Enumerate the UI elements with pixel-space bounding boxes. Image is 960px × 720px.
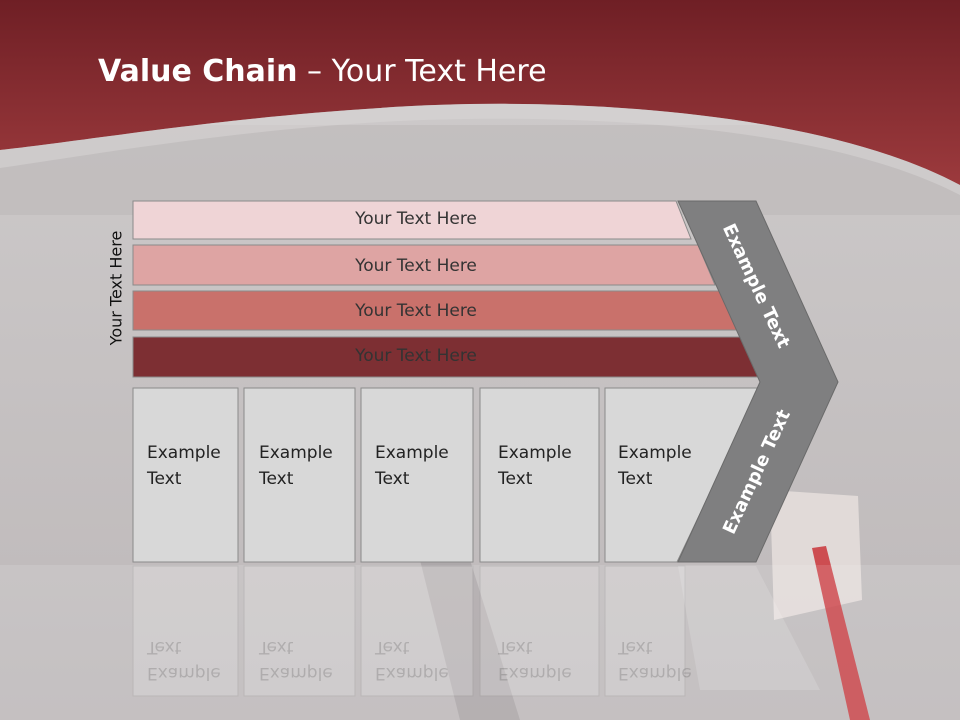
primary-card-5[interactable] [604, 387, 761, 563]
chevron-reflection [678, 566, 820, 690]
primary-card-1[interactable] [132, 387, 239, 563]
primary-card-4[interactable] [479, 387, 600, 563]
support-row-4-label: Your Text Here [355, 346, 477, 366]
support-row-3-label: Your Text Here [355, 301, 477, 321]
slide-title: Value Chain – Your Text Here [98, 54, 547, 89]
support-row-2-label: Your Text Here [355, 256, 477, 276]
support-row-2[interactable] [132, 244, 716, 286]
support-row-1[interactable] [132, 200, 692, 240]
support-row-1-label: Your Text Here [355, 209, 477, 229]
primary-card-2[interactable] [243, 387, 356, 563]
primary-card-3[interactable] [360, 387, 474, 563]
margin-chevron[interactable] [677, 200, 839, 563]
